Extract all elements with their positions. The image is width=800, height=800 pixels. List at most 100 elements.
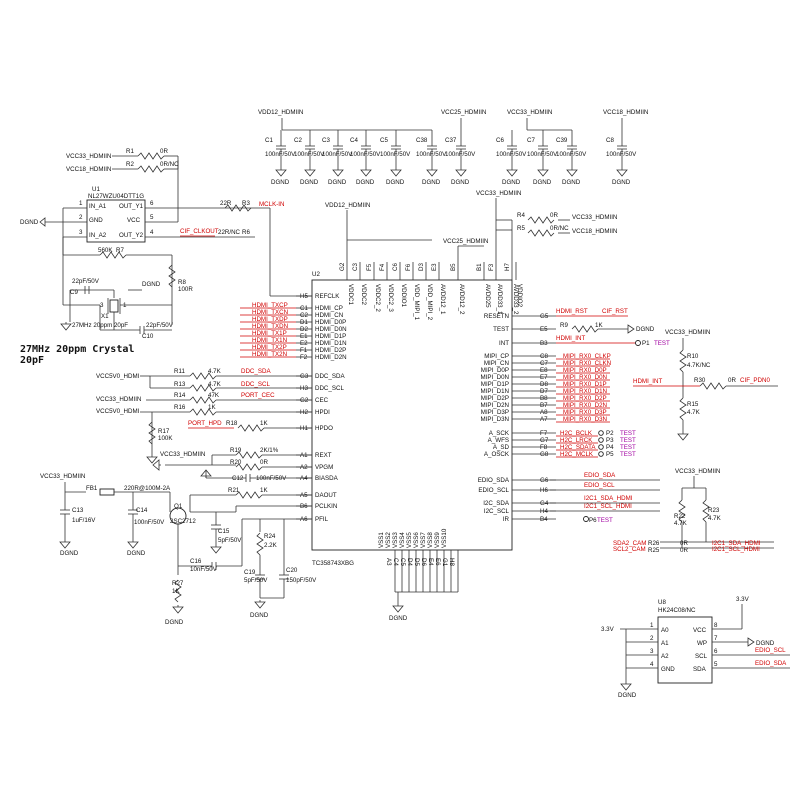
svg-text:C3: C3 <box>352 263 359 271</box>
svg-text:R18: R18 <box>226 420 238 427</box>
svg-text:P1: P1 <box>642 340 650 347</box>
svg-text:F3: F3 <box>488 263 495 271</box>
svg-text:MIPI_RX0_D2P: MIPI_RX0_D2P <box>563 395 607 402</box>
svg-text:INT: INT <box>499 340 509 347</box>
svg-text:DDC_SCL: DDC_SCL <box>315 385 344 392</box>
net-mipi_rx0_d1p: MIPI_RX0_D1P <box>556 381 610 388</box>
svg-text:1K: 1K <box>260 420 268 427</box>
svg-text:150pF/50V: 150pF/50V <box>286 577 317 584</box>
svg-text:HPDO: HPDO <box>315 425 333 432</box>
svg-text:100nF/50V: 100nF/50V <box>256 475 287 482</box>
svg-text:CEC: CEC <box>315 397 329 404</box>
svg-text:H8: H8 <box>448 558 455 566</box>
svg-text:1uF/16V: 1uF/16V <box>72 517 96 524</box>
net-mipi_rx0_clkp: MIPI_RX0_CLKP <box>556 353 611 360</box>
svg-text:PORT_CEC: PORT_CEC <box>241 392 275 399</box>
svg-text:EDIO_SCL: EDIO_SCL <box>478 487 509 494</box>
svg-text:TEST: TEST <box>493 326 509 333</box>
svg-text:2: 2 <box>650 635 654 642</box>
svg-text:D1: D1 <box>300 319 308 326</box>
svg-text:IN_A2: IN_A2 <box>89 232 107 239</box>
svg-text:HDMI_CP: HDMI_CP <box>315 305 343 312</box>
svg-text:4.7K: 4.7K <box>208 368 222 375</box>
svg-text:G5: G5 <box>540 313 549 320</box>
svg-text:A4: A4 <box>300 475 308 482</box>
svg-text:Q1: Q1 <box>174 503 183 510</box>
svg-text:F6: F6 <box>405 263 412 271</box>
svg-text:PORT_HPD: PORT_HPD <box>188 420 222 427</box>
svg-text:C37: C37 <box>445 137 457 144</box>
pclk-transistor-circuit: VCC33_HDMIIN FB1 220R@100M-2A C13 1uF/16… <box>40 473 317 626</box>
svg-text:1K: 1K <box>260 487 268 494</box>
svg-text:R13: R13 <box>174 381 186 388</box>
svg-text:MIPI_D2P: MIPI_D2P <box>481 395 509 402</box>
svg-text:VCC5V0_HDMI: VCC5V0_HDMI <box>96 408 140 415</box>
u2-pin-test: TEST E5 <box>493 326 556 333</box>
svg-text:VSS4: VSS4 <box>399 532 406 548</box>
svg-text:VSS5: VSS5 <box>406 532 413 548</box>
svg-text:100nF/50V: 100nF/50V <box>134 519 165 526</box>
svg-text:R6: R6 <box>242 229 250 236</box>
svg-text:R25: R25 <box>648 547 660 554</box>
svg-text:0R: 0R <box>550 212 558 219</box>
svg-text:C4: C4 <box>392 558 399 566</box>
svg-text:IR: IR <box>503 516 510 523</box>
svg-text:PCLKIN: PCLKIN <box>315 503 337 510</box>
svg-text:MIPI_D2N: MIPI_D2N <box>480 402 509 409</box>
svg-text:TEST: TEST <box>620 430 636 437</box>
svg-text:100nF/50V: 100nF/50V <box>294 151 325 158</box>
svg-text:G7: G7 <box>540 437 549 444</box>
svg-text:560K: 560K <box>98 247 113 254</box>
rext-bias-circuit: VCC33_HDMIIN R19 2K/1% R20 0R C12 100nF/… <box>152 447 312 499</box>
svg-text:VCC18_HDMIIN: VCC18_HDMIIN <box>572 228 617 235</box>
svg-text:R27: R27 <box>172 580 184 587</box>
svg-text:100nF/50V: 100nF/50V <box>606 151 637 158</box>
svg-text:DGND: DGND <box>636 326 655 333</box>
svg-text:E2: E2 <box>300 340 308 347</box>
svg-text:1K: 1K <box>208 404 216 411</box>
svg-text:DGND: DGND <box>165 619 184 626</box>
svg-text:VSS3: VSS3 <box>392 532 399 548</box>
u1-body <box>86 199 146 243</box>
svg-text:A8: A8 <box>540 409 548 416</box>
u1-inverter-buffer: U1 NL27WZU04DTT1G IN_A1 GND IN_A2 OUT_Y1… <box>63 160 270 243</box>
svg-text:AVDD25: AVDD25 <box>484 284 491 308</box>
svg-text:E5: E5 <box>540 326 548 333</box>
svg-text:IN_A1: IN_A1 <box>89 203 107 210</box>
net-hdmi_tx2p: HDMI_TX2P <box>240 344 296 351</box>
svg-text:R20: R20 <box>230 459 242 466</box>
svg-text:C8: C8 <box>606 137 614 144</box>
svg-text:F5: F5 <box>366 263 373 271</box>
svg-text:2: 2 <box>79 214 83 221</box>
svg-text:R11: R11 <box>174 368 185 375</box>
svg-text:C6: C6 <box>496 137 504 144</box>
svg-text:A2: A2 <box>661 653 669 660</box>
svg-text:HDMI_TXCN: HDMI_TXCN <box>252 309 288 316</box>
svg-text:A_SCK: A_SCK <box>489 430 510 437</box>
svg-text:22pF/50V: 22pF/50V <box>146 322 174 329</box>
svg-text:D5: D5 <box>413 558 420 566</box>
svg-text:AVDD33_1: AVDD33_1 <box>496 284 503 315</box>
svg-text:DGND: DGND <box>328 179 347 186</box>
svg-text:I2C1_SCL_HDMI: I2C1_SCL_HDMI <box>584 503 632 510</box>
svg-text:C3: C3 <box>322 137 330 144</box>
svg-text:MIPI_RX0_CLKP: MIPI_RX0_CLKP <box>563 353 611 360</box>
svg-text:EDIO_SDA: EDIO_SDA <box>478 477 510 484</box>
net-mipi_rx0_d3n: MIPI_RX0_D3N <box>556 416 610 423</box>
svg-text:6: 6 <box>714 648 718 655</box>
